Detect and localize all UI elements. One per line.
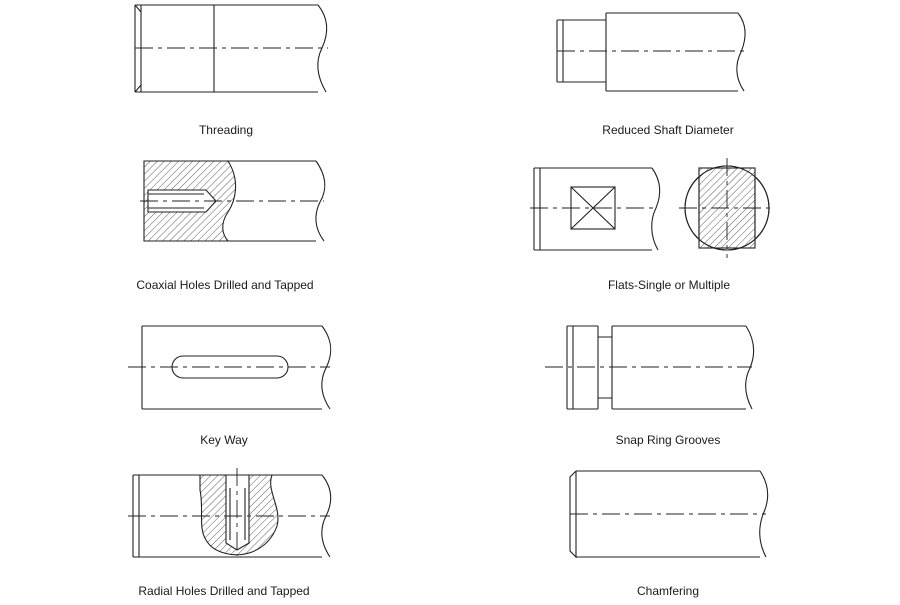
caption-chamfering: Chamfering	[636, 584, 700, 598]
caption-flats: Flats-Single or Multiple	[607, 278, 731, 292]
caption-reduced-shaft-diameter: Reduced Shaft Diameter	[602, 123, 734, 137]
caption-threading: Threading	[198, 123, 254, 137]
snap-ring-drawing	[545, 325, 755, 410]
chamfering-drawing	[569, 470, 769, 559]
flats-drawing	[530, 158, 775, 258]
threading-shaft-drawing	[134, 4, 328, 93]
caption-snap-ring-grooves: Snap Ring Grooves	[615, 433, 721, 447]
reduced-shaft-drawing	[556, 12, 748, 92]
caption-key-way: Key Way	[200, 433, 248, 447]
radial-holes-drawing	[128, 468, 332, 558]
caption-radial-holes: Radial Holes Drilled and Tapped	[138, 584, 310, 598]
key-way-drawing	[128, 325, 332, 410]
coaxial-holes-drawing	[140, 160, 326, 242]
caption-coaxial-holes: Coaxial Holes Drilled and Tapped	[136, 278, 314, 292]
